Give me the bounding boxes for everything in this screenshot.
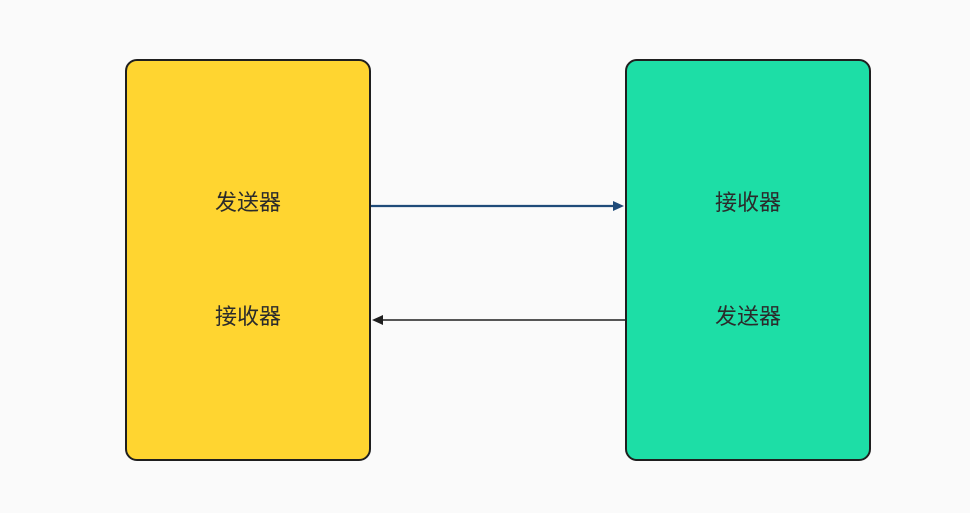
arrowhead-left-icon: [372, 315, 383, 325]
left-node-top-label: 发送器: [214, 191, 281, 216]
left-node-box: 发送器 接收器: [125, 59, 371, 461]
right-node-top-label: 接收器: [714, 191, 781, 216]
arrowhead-right-icon: [613, 201, 624, 211]
left-node-bottom-label: 接收器: [214, 305, 281, 330]
right-node-bottom-label: 发送器: [714, 305, 781, 330]
right-node-box: 接收器 发送器: [625, 59, 871, 461]
